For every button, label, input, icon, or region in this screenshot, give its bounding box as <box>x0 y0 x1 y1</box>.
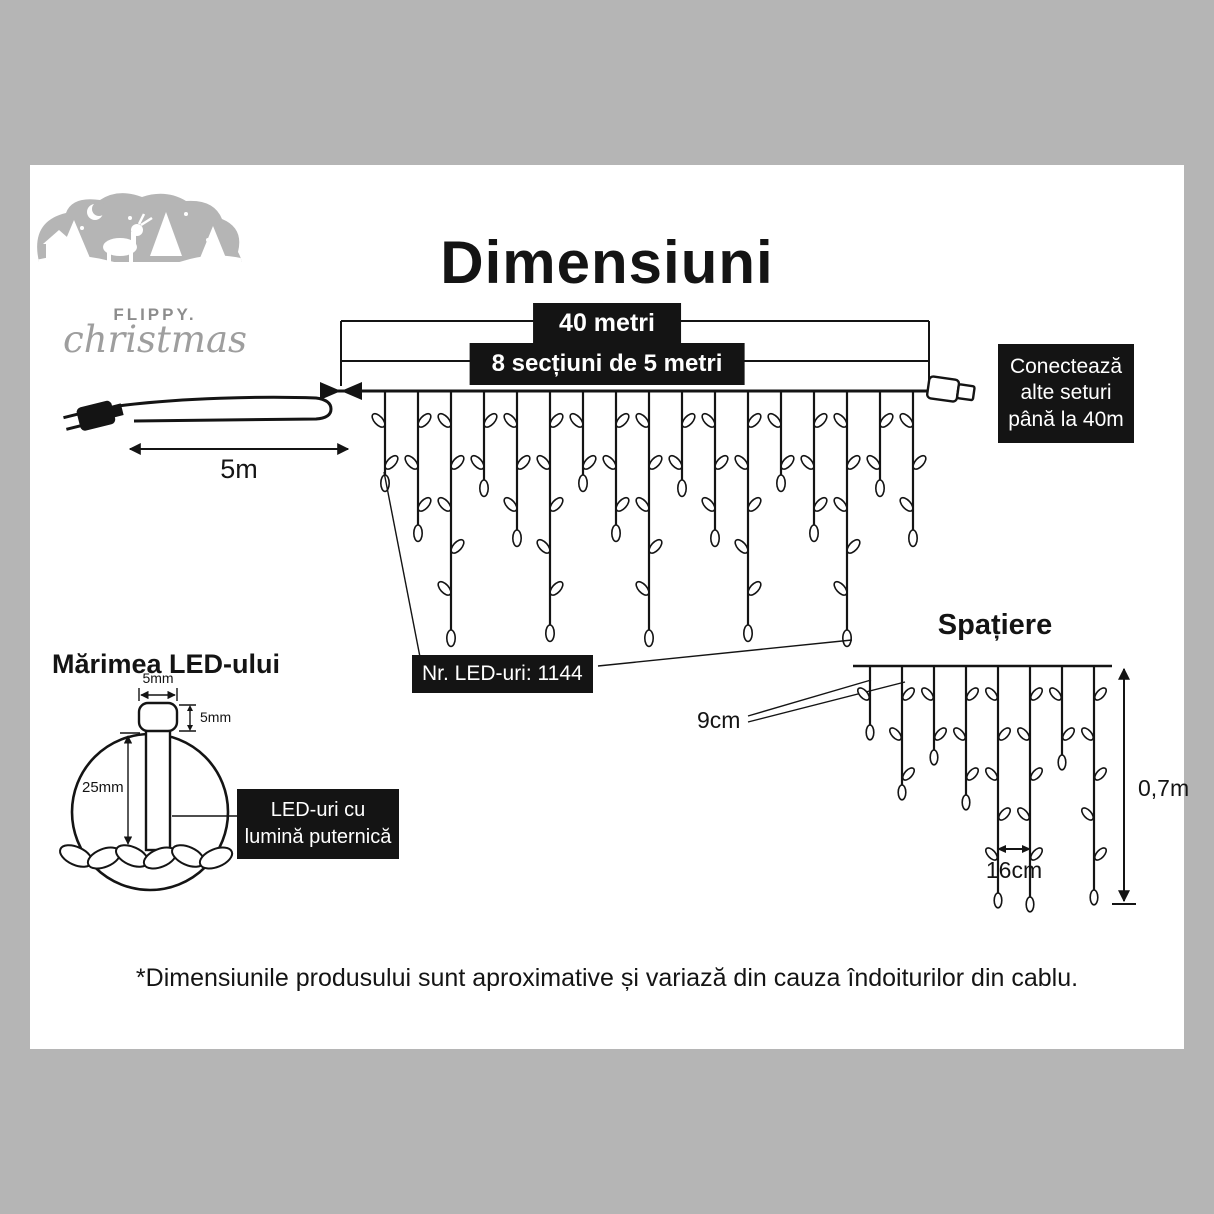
total-length-badge: 40 metri <box>533 303 681 345</box>
disclaimer-text: *Dimensiunile produsului sunt aproximati… <box>135 964 1079 992</box>
logo-brand-text: FLIPPY. <box>113 305 197 324</box>
led-count-pointer-left <box>383 471 421 658</box>
drop-gap-label: 16cm <box>985 857 1043 883</box>
led-count-pointer-right <box>597 639 853 667</box>
page-title: Dimensiuni <box>440 229 774 296</box>
spacing-drops <box>856 666 1108 913</box>
logo-art <box>37 193 243 382</box>
lead-length-label: 5m <box>220 454 258 484</box>
power-plug-icon <box>63 395 333 431</box>
led-gap-label: 9cm <box>697 707 741 733</box>
spacing-heading: Spațiere <box>937 609 1053 641</box>
logo-script-text: christmas <box>62 318 248 361</box>
led-size-diagram <box>59 688 237 892</box>
curtain-drops <box>371 391 927 648</box>
spacing-diagram <box>747 664 1136 905</box>
sections-badge: 8 secțiuni de 5 metri <box>469 343 745 385</box>
twisted-wire <box>59 844 234 870</box>
led-note-badge: LED-uri cu lumină puternică <box>237 789 399 859</box>
led-count-badge: Nr. LED-uri: 1144 <box>412 655 593 694</box>
body-length-label: 25mm <box>82 779 124 796</box>
cap-width-label: 5mm <box>142 670 174 686</box>
connect-note-badge: Conectează alte seturi până la 40m <box>998 344 1134 443</box>
deer-silhouette <box>103 213 153 266</box>
connector-plug-icon <box>926 375 976 403</box>
curtain-wire <box>320 375 976 403</box>
drop-height-label: 0,7m <box>1138 775 1190 801</box>
led-size-heading: Mărimea LED-ului <box>52 649 281 679</box>
cap-height-label: 5mm <box>200 709 232 725</box>
